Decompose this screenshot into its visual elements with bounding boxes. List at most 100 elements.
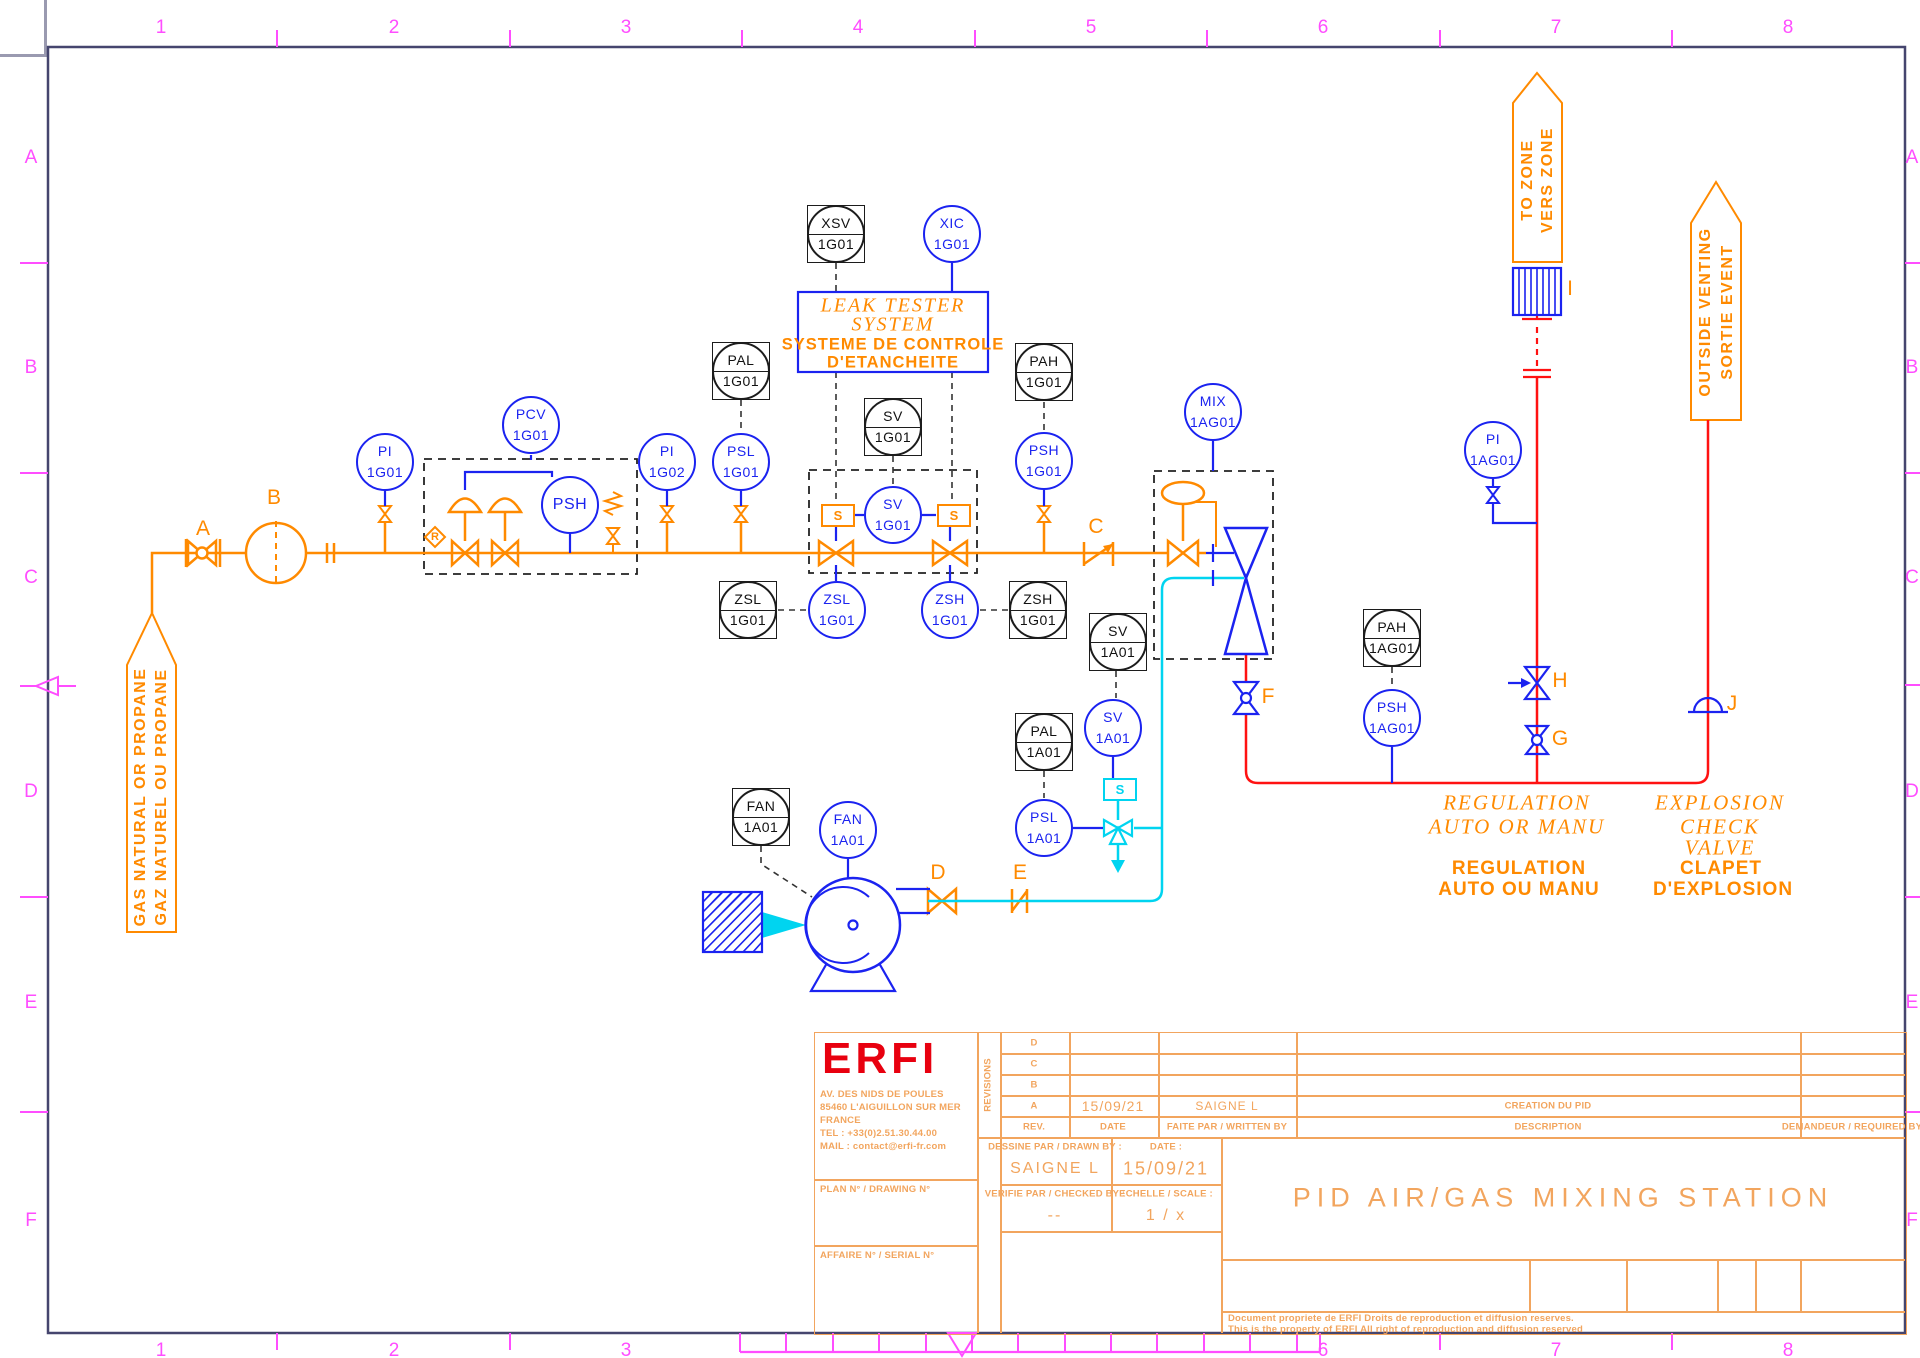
address-line4: TEL : +33(0)2.51.30.44.00 — [820, 1128, 938, 1139]
grid-col-bottom-8: 8 — [1782, 1340, 1794, 1358]
leak-tester-line3: SYSTEME DE CONTROLE — [781, 335, 1005, 354]
scan-corner-artifact — [0, 0, 47, 57]
grid-col-bottom-7: 7 — [1550, 1340, 1562, 1358]
outside-venting-label-en: OUTSIDE VENTING — [1697, 227, 1714, 397]
instrument-signal-lines — [740, 263, 1393, 898]
checked-by-value: -- — [1047, 1207, 1063, 1224]
rev-header-description: DESCRIPTION — [1514, 1121, 1582, 1133]
gas-source-label-en: GAS NATURAL OR PROPANE — [132, 667, 149, 927]
address-line3: FRANCE — [820, 1115, 861, 1126]
revisions-label: REVISIONS — [982, 1058, 994, 1112]
checked-by-label: VERIFIE PAR / CHECKED BY : — [984, 1188, 1126, 1200]
grid-col-top-5: 5 — [1085, 17, 1097, 38]
rev-a-by: SAIGNE L — [1195, 1099, 1259, 1113]
instrument-psh: PSH — [541, 476, 599, 534]
grid-row-left-a: A — [24, 147, 38, 168]
grid-col-bottom-6: 6 — [1317, 1340, 1329, 1358]
equipment-tag-g: G — [1551, 727, 1569, 750]
rev-row-c: C — [1030, 1058, 1038, 1070]
gas-source-label-fr: GAZ NATUREL OU PROPANE — [153, 668, 170, 926]
explosion-en-line2: CHECK — [1679, 814, 1761, 839]
leak-tester-line1: LEAK TESTER — [820, 294, 966, 317]
erfi-logo: ERFI — [822, 1034, 939, 1083]
regulation-en-line2: AUTO OR MANU — [1428, 814, 1606, 839]
grid-row-right-a: A — [1905, 147, 1919, 168]
mixed-gas-piping — [1244, 315, 1710, 785]
rev-row-a: A — [1030, 1100, 1038, 1112]
drawn-by-value: SAIGNE L — [1010, 1160, 1100, 1177]
equipment-tag-d: D — [930, 861, 946, 884]
regulator-diamond-label: R — [431, 531, 439, 543]
grid-col-bottom-2: 2 — [388, 1340, 400, 1358]
sheet-border — [20, 30, 1920, 1358]
title-block — [814, 1032, 1907, 1335]
plan-number-label: PLAN N° / DRAWING N° — [820, 1184, 931, 1195]
rev-a-description: CREATION DU PID — [1504, 1100, 1592, 1112]
address-line2: 85460 L'AIGUILLON SUR MER — [820, 1102, 961, 1113]
grid-col-top-3: 3 — [620, 17, 632, 38]
rev-header-by: FAITE PAR / WRITTEN BY — [1166, 1121, 1288, 1133]
regulation-fr-line1: REGULATION — [1451, 858, 1587, 879]
equipment-tag-h: H — [1552, 669, 1568, 692]
grid-col-top-4: 4 — [852, 17, 864, 38]
leak-tester-line4: D'ETANCHEITE — [826, 353, 960, 372]
drawing-title: PID AIR/GAS MIXING STATION — [1292, 1182, 1834, 1213]
gas-piping — [126, 71, 1742, 933]
explosion-en-line3: VALVE — [1684, 835, 1756, 860]
outside-venting-label-fr: SORTIE EVENT — [1719, 244, 1736, 380]
rev-header-requiredby: DEMANDEUR / REQUIRED BY — [1781, 1121, 1920, 1133]
leak-tester-line2: SYSTEM — [851, 313, 935, 336]
equipment-tag-j: J — [1726, 692, 1738, 715]
equipment-tag-a: A — [195, 517, 211, 540]
equipment-tag-c: C — [1088, 515, 1104, 538]
to-zone-label-en: TO ZONE — [1519, 139, 1536, 221]
scale-label: ECHELLE / SCALE : — [1119, 1188, 1213, 1200]
grid-row-left-d: D — [24, 781, 38, 802]
serial-number-label: AFFAIRE N° / SERIAL N° — [820, 1250, 935, 1261]
grid-row-right-d: D — [1905, 781, 1919, 802]
rev-header-date: DATE — [1100, 1121, 1126, 1133]
blue-equipment — [383, 263, 1728, 993]
grid-col-top-2: 2 — [388, 17, 400, 38]
equipment-tag-b: B — [266, 486, 282, 509]
equipment-tag-f: F — [1261, 685, 1275, 708]
grid-row-right-e: E — [1905, 992, 1919, 1013]
solenoid-box-2: S — [1103, 778, 1137, 801]
equipment-tag-i: I — [1567, 277, 1573, 300]
grid-col-top-6: 6 — [1317, 17, 1329, 38]
equipment-tag-e: E — [1012, 861, 1028, 884]
grid-col-top-8: 8 — [1782, 17, 1794, 38]
regulation-fr-line2: AUTO OU MANU — [1438, 879, 1600, 900]
rev-header-rev: REV. — [1022, 1121, 1046, 1133]
date-label: DATE : — [1149, 1141, 1183, 1153]
property-notice-en: This is the property of ERFI All right o… — [1228, 1324, 1583, 1335]
grid-col-top-7: 7 — [1550, 17, 1562, 38]
grid-row-right-c: C — [1905, 567, 1919, 588]
regulation-en-line1: REGULATION — [1443, 790, 1591, 815]
grid-row-right-b: B — [1905, 357, 1919, 378]
grid-row-left-e: E — [24, 992, 38, 1013]
